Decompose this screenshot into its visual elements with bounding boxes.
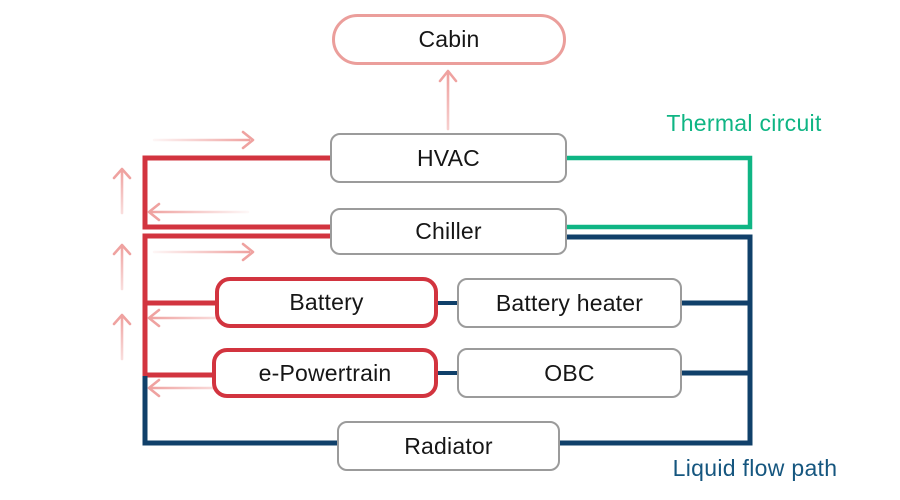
node-radiator-label: Radiator bbox=[404, 432, 493, 459]
flow-arrow-right-1 bbox=[152, 130, 255, 150]
red-circuit-chiller-battery bbox=[142, 233, 340, 377]
liquid-flow-line-right bbox=[553, 234, 753, 446]
node-e-powertrain-label: e-Powertrain bbox=[258, 359, 392, 386]
node-obc-label: OBC bbox=[544, 359, 595, 386]
node-battery: Battery bbox=[215, 277, 438, 328]
node-battery-heater: Battery heater bbox=[457, 278, 682, 328]
cabin-air-arrow bbox=[438, 69, 458, 131]
node-obc: OBC bbox=[457, 348, 682, 398]
node-hvac-label: HVAC bbox=[417, 144, 480, 171]
flow-arrow-up-2 bbox=[112, 243, 132, 291]
red-loop-hvac-chiller bbox=[142, 155, 340, 230]
flow-arrow-up-1 bbox=[112, 167, 132, 215]
node-cabin: Cabin bbox=[332, 14, 566, 65]
liquid-flow-line-left bbox=[142, 376, 344, 446]
flow-arrow-up-3 bbox=[112, 313, 132, 361]
node-battery-label: Battery bbox=[289, 289, 364, 315]
node-radiator: Radiator bbox=[337, 421, 560, 471]
thermal-circuit-label: Thermal circuit bbox=[666, 110, 822, 136]
node-hvac: HVAC bbox=[330, 133, 567, 183]
node-e-powertrain: e-Powertrain bbox=[212, 348, 438, 398]
node-chiller: Chiller bbox=[330, 208, 567, 255]
node-battery-heater-label: Battery heater bbox=[495, 289, 644, 316]
liquid-flow-path-label: Liquid flow path bbox=[672, 455, 838, 481]
flow-arrow-left-1 bbox=[147, 202, 250, 222]
node-cabin-label: Cabin bbox=[418, 26, 480, 52]
thermal-circuit-line bbox=[560, 155, 753, 230]
node-chiller-label: Chiller bbox=[415, 218, 482, 244]
flow-arrow-right-2 bbox=[152, 242, 255, 262]
